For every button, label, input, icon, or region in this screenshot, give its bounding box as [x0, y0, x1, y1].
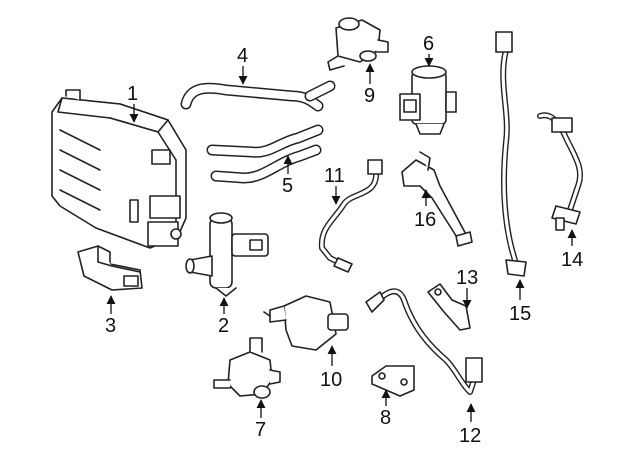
part-4-hose	[180, 80, 336, 112]
callout-15: 15	[509, 279, 531, 325]
callout-label-9: 9	[364, 85, 375, 107]
callout-label-14: 14	[561, 249, 583, 271]
part-2-vacuum-valve	[185, 212, 269, 297]
part-8-bracket	[371, 365, 415, 397]
part-3-bracket	[77, 245, 143, 291]
part-13-bracket	[427, 283, 471, 331]
part-10-solenoid	[263, 295, 349, 351]
callout-9: 9	[364, 63, 375, 107]
callout-label-7: 7	[255, 419, 266, 441]
callout-8: 8	[380, 389, 391, 429]
callout-2: 2	[218, 297, 229, 337]
callout-11: 11	[324, 165, 345, 205]
part-5-hose	[206, 124, 324, 184]
part-6-valve	[399, 65, 457, 135]
callout-label-15: 15	[509, 303, 531, 325]
callout-label-10: 10	[320, 369, 342, 391]
callout-label-2: 2	[218, 315, 229, 337]
callout-13: 13	[456, 267, 478, 309]
callout-label-12: 12	[459, 425, 481, 447]
part-15-sensor	[495, 31, 527, 277]
callout-6: 6	[423, 33, 434, 67]
callout-7: 7	[255, 399, 266, 441]
callout-16: 16	[414, 189, 436, 231]
callout-1: 1	[127, 83, 139, 123]
callout-label-11: 11	[324, 165, 345, 187]
part-12-sensor	[365, 288, 483, 395]
part-1-charcoal-canister	[51, 89, 187, 249]
part-14-sensor	[537, 112, 584, 231]
callout-3: 3	[105, 295, 116, 337]
callout-4: 4	[237, 45, 248, 85]
callout-label-13: 13	[456, 267, 478, 289]
callout-14: 14	[561, 229, 583, 271]
callout-label-8: 8	[380, 407, 391, 429]
part-9-valve	[327, 17, 389, 71]
callout-label-4: 4	[237, 45, 248, 67]
callout-label-1: 1	[127, 83, 138, 105]
part-16-bracket	[401, 151, 473, 247]
callout-label-6: 6	[423, 33, 434, 55]
callout-label-3: 3	[105, 315, 116, 337]
part-7-purge-valve	[213, 337, 281, 399]
callout-10: 10	[320, 345, 342, 391]
callout-label-16: 16	[414, 209, 436, 231]
callout-5: 5	[282, 155, 293, 197]
callout-12: 12	[459, 403, 481, 447]
part-11-sensor	[318, 159, 383, 273]
callout-label-5: 5	[282, 175, 293, 197]
